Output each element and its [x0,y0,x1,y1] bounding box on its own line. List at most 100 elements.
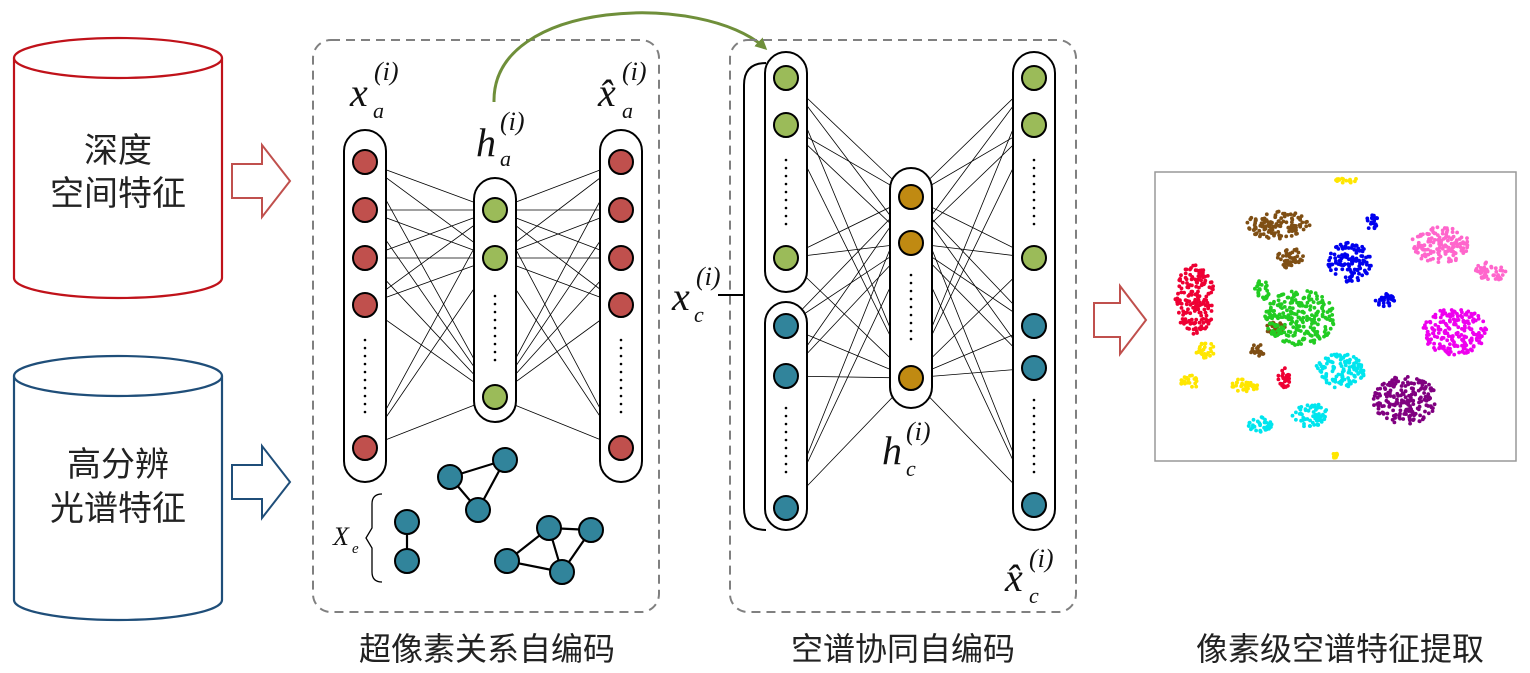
tsne-point [1409,396,1413,400]
tsne-point [1360,273,1365,278]
tsne-point [1437,342,1442,346]
tsne-point [1276,332,1281,337]
tsne-point [1193,381,1198,386]
tsne-point [1390,378,1395,383]
tsne-point [1264,212,1269,217]
tsne-point [1332,252,1337,257]
tsne-point [1324,408,1329,412]
tsne-point [1340,176,1344,181]
tsne-point [1449,259,1453,263]
tsne-point [1427,232,1431,237]
tsne-point [1417,379,1422,384]
tsne-point [1421,232,1425,237]
tsne-point [1338,259,1343,263]
tsne-point [1319,370,1324,374]
tsne-point [1427,382,1431,387]
tsne-point [1328,326,1333,331]
tsne-point [1384,398,1389,403]
tsne-point [1364,255,1368,260]
tsne-point [1329,268,1333,273]
tsne-point [1498,268,1503,273]
tsne-point [1179,306,1184,310]
tsne-point [1433,231,1438,236]
tsne-point [1437,249,1442,253]
tsne-point [1286,383,1290,388]
tsne-plot-frame [1154,171,1517,462]
tsne-point [1262,216,1267,221]
tsne-point [1312,326,1316,331]
tsne-point [1253,286,1257,291]
tsne-point [1301,227,1306,232]
tsne-point [1465,239,1470,244]
tsne-point [1452,352,1457,357]
tsne-point [1437,252,1441,257]
tsne-point [1295,323,1299,328]
tsne-point [1416,407,1421,412]
tsne-point [1308,418,1312,423]
tsne-point [1327,301,1332,305]
tsne-point [1280,374,1285,378]
tsne-point [1328,255,1333,260]
tsne-point [1181,313,1185,317]
tsne-point [1301,296,1306,301]
tsne-point [1277,235,1282,239]
tsne-point [1203,341,1207,346]
tsne-point [1283,379,1287,384]
tsne-point [1461,318,1466,323]
tsne-point [1385,411,1390,416]
tsne-point [1190,276,1195,280]
tsne-point [1193,292,1198,297]
tsne-point [1348,180,1353,185]
tsne-point [1352,367,1357,372]
tsne-point [1316,301,1321,305]
tsne-point [1444,244,1449,249]
tsne-point [1432,402,1437,407]
tsne-point [1432,341,1436,346]
tsne-point [1308,307,1312,312]
tsne-point [1354,243,1359,248]
tsne-point [1186,377,1191,382]
tsne-point [1426,247,1430,252]
tsne-point [1195,331,1199,335]
symbol-x-e: X e [332,522,359,557]
tsne-point [1476,314,1481,318]
tsne-point [1298,329,1303,333]
tsne-point [1433,238,1437,242]
tsne-point [1201,347,1206,352]
tsne-point [1429,227,1434,232]
tsne-point [1250,346,1255,351]
tsne-point [1188,321,1193,326]
tsne-point [1316,423,1321,427]
svg-text:h: h [476,120,496,165]
tsne-point [1295,292,1300,297]
tsne-point [1394,401,1399,406]
tsne-point [1421,379,1426,384]
tsne-point [1242,387,1246,392]
tsne-point [1325,361,1329,366]
tsne-point [1188,311,1193,316]
tsne-point [1302,336,1307,341]
tsne-point [1206,321,1211,326]
tsne-point [1193,268,1198,273]
tsne-point [1424,398,1429,403]
tsne-point [1448,342,1452,346]
tsne-point [1420,246,1424,251]
tsne-point [1257,421,1262,425]
tsne-point [1255,284,1259,289]
tsne-point [1234,380,1239,385]
tsne-point [1374,216,1379,220]
tsne-point [1494,269,1499,274]
tsne-point [1286,225,1291,230]
tsne-point [1484,260,1488,265]
tsne-point [1359,376,1363,380]
tsne-point [1350,244,1355,249]
tsne-point [1285,295,1290,300]
spectral-line1: 高分辨 [67,445,169,485]
tsne-point [1381,304,1386,309]
tsne-point [1196,274,1201,279]
svg-text:h: h [882,428,902,473]
tsne-point [1465,236,1469,241]
tsne-point [1404,401,1409,405]
tsne-point [1377,411,1382,416]
